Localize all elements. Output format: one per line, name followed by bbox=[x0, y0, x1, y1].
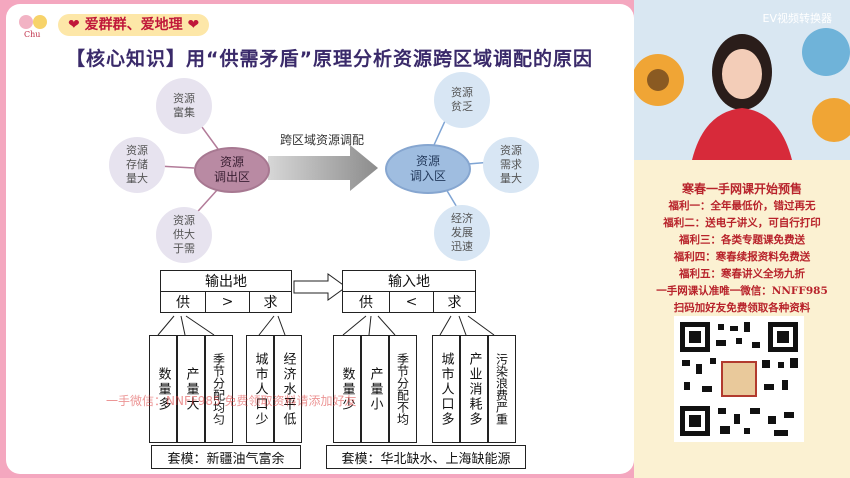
export-footer: 套模：新疆油气富余 bbox=[151, 445, 301, 469]
slide-canvas: Chu ❤ 爱群群、爱地理 ❤ 【核心知识】用“供需矛盾”原理分析资源跨区域调配… bbox=[6, 4, 634, 474]
node-large-demand: 资源 需求 量大 bbox=[483, 137, 539, 193]
node-supply-exceeds-demand: 资源 供大 于需 bbox=[156, 207, 212, 263]
logo-icon bbox=[19, 15, 47, 29]
promo-line-4: 福利四：寒春续报资料免费送 bbox=[673, 251, 811, 263]
import-operator: < bbox=[389, 291, 434, 313]
export-col-output: 产量大 bbox=[177, 335, 205, 443]
slide-title: 【核心知识】用“供需矛盾”原理分析资源跨区域调配的原因 bbox=[66, 48, 593, 70]
promo-headline: 寒春一手网课开始预售 bbox=[681, 182, 802, 196]
export-col-quantity: 数量多 bbox=[149, 335, 177, 443]
node-resource-rich: 资源 富集 bbox=[156, 78, 212, 134]
export-col-economy: 经济水平低 bbox=[274, 335, 302, 443]
export-header: 输出地 bbox=[160, 270, 292, 292]
node-resource-scarce: 资源 贫乏 bbox=[434, 72, 490, 128]
transfer-label: 跨区域资源调配 bbox=[280, 133, 365, 147]
import-col-pollution: 污染浪费严重 bbox=[488, 335, 516, 443]
hub-export-region: 资源 调出区 bbox=[194, 147, 270, 193]
import-footer: 套模：华北缺水、上海缺能源 bbox=[326, 445, 526, 469]
qr-code[interactable] bbox=[674, 316, 804, 442]
course-banner: ❤ 爱群群、爱地理 ❤ bbox=[58, 14, 210, 36]
video-watermark: EV视频转换器 bbox=[762, 12, 832, 25]
import-col-output: 产量小 bbox=[361, 335, 389, 443]
export-col-season: 季节分配均匀 bbox=[205, 335, 233, 443]
export-supply: 供 bbox=[160, 291, 206, 313]
import-demand: 求 bbox=[433, 291, 476, 313]
promo-line-5: 福利五：寒春讲义全场九折 bbox=[679, 268, 805, 280]
promo-panel: 寒春一手网课开始预售 福利一：全年最低价，错过再无 福利二：送电子讲义，可自行打… bbox=[634, 160, 850, 478]
qr-code-icon bbox=[674, 316, 804, 442]
diagram-connectors bbox=[157, 111, 495, 336]
import-col-season: 季节分配不均 bbox=[389, 335, 417, 443]
import-col-population: 城市人口多 bbox=[432, 335, 460, 443]
import-header: 输入地 bbox=[342, 270, 476, 292]
overlay-watermark: 一手微信：NNFF985 免费领取资料请添加好友 bbox=[106, 394, 357, 408]
export-operator: > bbox=[205, 291, 250, 313]
hub-import-region: 资源 调入区 bbox=[385, 144, 471, 194]
export-demand: 求 bbox=[249, 291, 292, 313]
import-col-quantity: 数量少 bbox=[333, 335, 361, 443]
node-large-storage: 资源 存储 量大 bbox=[109, 137, 165, 193]
promo-line-3: 福利三：各类专题课免费送 bbox=[679, 234, 805, 246]
teacher-video[interactable]: EV视频转换器 bbox=[634, 0, 850, 160]
promo-line-6: 一手网课认准唯一微信：NNFF985 bbox=[656, 285, 828, 297]
promo-line-7: 扫码加好友免费领取各种资料 bbox=[673, 302, 811, 314]
node-fast-growth: 经济 发展 迅速 bbox=[434, 205, 490, 261]
export-col-population: 城市人口少 bbox=[246, 335, 274, 443]
promo-line-2: 福利二：送电子讲义，可自行打印 bbox=[663, 217, 821, 229]
promo-line-1: 福利一：全年最低价，错过再无 bbox=[668, 200, 816, 212]
video-frame-image bbox=[634, 0, 850, 160]
right-panel: EV视频转换器 寒春一手网课开始预售 福利一：全年最低价，错过再无 福利二：送电… bbox=[634, 0, 850, 478]
import-col-industry: 产业消耗多 bbox=[460, 335, 488, 443]
transfer-arrow bbox=[268, 145, 378, 191]
import-supply: 供 bbox=[342, 291, 390, 313]
logo-text: Chu bbox=[24, 30, 41, 39]
logo: Chu bbox=[14, 12, 58, 39]
